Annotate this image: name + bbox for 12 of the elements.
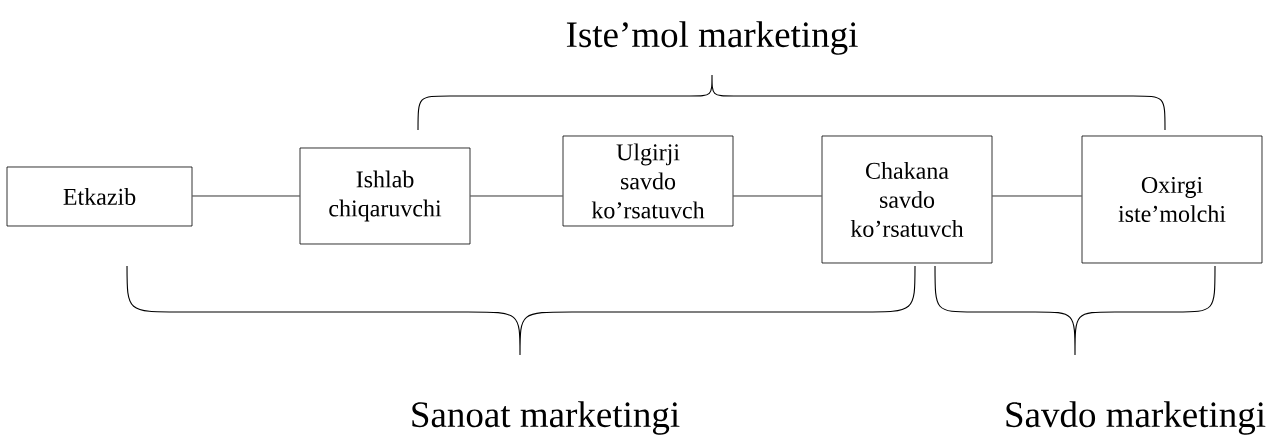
process-box: Ishlab chiqaruvchi bbox=[299, 147, 471, 245]
process-box: Etkazib bbox=[6, 166, 193, 227]
connector-line bbox=[470, 195, 563, 197]
brace-label: Sanoat marketingi bbox=[412, 401, 680, 435]
process-box: Oxirgi iste’molchi bbox=[1081, 135, 1263, 264]
brace-label: Iste’mol marketingi bbox=[566, 21, 858, 55]
brace-label: Savdo marketingi bbox=[1006, 401, 1266, 435]
process-box: Ulgirji savdo ko’rsatuvch bbox=[562, 135, 734, 227]
connector-line bbox=[192, 195, 300, 197]
process-box: Chakana savdo ko’rsatuvch bbox=[821, 135, 993, 264]
connector-line bbox=[733, 195, 822, 197]
connector-line bbox=[992, 195, 1082, 197]
